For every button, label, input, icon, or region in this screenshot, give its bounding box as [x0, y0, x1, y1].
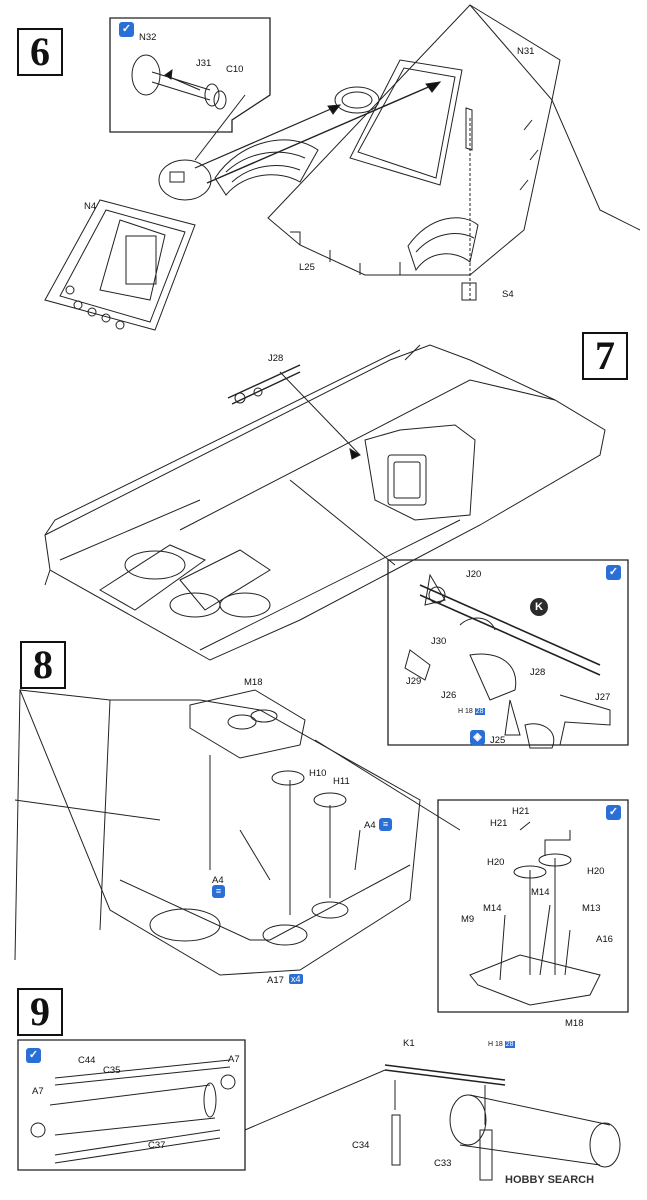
- m18-plate: [189, 689, 306, 759]
- step-number-8: 8: [20, 641, 66, 689]
- step-number-6: 6: [17, 28, 63, 76]
- label-l25: L25: [299, 262, 315, 273]
- label-n32: N32: [139, 32, 157, 43]
- label-c34: C34: [352, 1140, 370, 1151]
- label-h10: H10: [309, 768, 327, 779]
- label-a16: A16: [596, 934, 613, 945]
- label-a4-right: A4: [364, 820, 376, 831]
- vent-grille-bottom: [407, 217, 479, 272]
- label-j28: J28: [530, 667, 546, 678]
- glue-icon: ✓: [26, 1048, 41, 1063]
- step-number-7: 7: [582, 332, 628, 380]
- label-n31: N31: [517, 46, 535, 57]
- label-a17: A17: [267, 975, 284, 986]
- label-h20-right: H20: [587, 866, 605, 877]
- label-j29: J29: [406, 676, 422, 687]
- glue-icon: ✓: [606, 565, 621, 580]
- label-j26: J26: [441, 690, 457, 701]
- label-m18-inset: M18: [565, 1018, 584, 1029]
- glue-icon: ✓: [606, 805, 621, 820]
- watermark-logo: HOBBY SEARCH: [505, 1174, 595, 1186]
- n4-frame: [44, 199, 196, 331]
- round-port: [334, 86, 380, 114]
- hull-lower: [44, 344, 606, 661]
- h-tag: H 18 28: [458, 708, 485, 715]
- n32-disk: [158, 159, 212, 201]
- hull-8: [19, 689, 421, 976]
- c37-tube: [54, 1129, 221, 1164]
- label-a7-right: A7: [228, 1054, 240, 1065]
- label-m18: M18: [244, 677, 263, 688]
- label-c10: C10: [226, 64, 244, 75]
- label-c35: C35: [103, 1065, 121, 1076]
- tube-right: [459, 1094, 611, 1166]
- label-m9: M9: [461, 914, 475, 925]
- k1-rod: [384, 1064, 506, 1086]
- label-s4: S4: [502, 289, 514, 300]
- hatch-opening: [349, 59, 463, 186]
- label-m13: M13: [582, 903, 601, 914]
- c35-tube: [49, 1084, 216, 1136]
- gun-mount: [364, 424, 476, 521]
- label-h20-left: H20: [487, 857, 505, 868]
- label-a4-left: A4: [212, 875, 224, 886]
- label-j25: J25: [490, 735, 506, 746]
- step-number-9: 9: [17, 988, 63, 1036]
- label-h21-left: H21: [490, 818, 508, 829]
- label-n4: N4: [84, 201, 97, 212]
- glue-icon: ✓: [119, 22, 134, 37]
- label-k1: K1: [403, 1038, 415, 1049]
- label-m14-b: M14: [483, 903, 502, 914]
- j28-gun: [227, 364, 301, 405]
- label-j27: J27: [595, 692, 611, 703]
- label-h11: H11: [333, 776, 350, 787]
- vent-grille-top: [214, 139, 319, 196]
- part-option-icon: ◈: [470, 730, 485, 745]
- label-c33: C33: [434, 1158, 452, 1169]
- label-m14-a: M14: [531, 887, 550, 898]
- hull-deck-plate: [267, 4, 553, 276]
- cement-icon: ≡: [212, 885, 225, 898]
- label-j31: J31: [196, 58, 212, 69]
- label-j28-top: J28: [268, 353, 284, 364]
- label-a7-left: A7: [32, 1086, 44, 1097]
- h-tag: H 18 28: [488, 1041, 515, 1048]
- cement-icon: ≡: [379, 818, 392, 831]
- label-j30: J30: [431, 636, 447, 647]
- label-c44: C44: [78, 1055, 96, 1066]
- x4-badge: x4: [289, 974, 303, 984]
- k-marker-icon: K: [530, 598, 548, 616]
- label-h21-top: H21: [512, 806, 530, 817]
- label-c37: C37: [148, 1140, 166, 1151]
- c44-rod: [54, 1059, 231, 1086]
- label-j20: J20: [466, 569, 482, 580]
